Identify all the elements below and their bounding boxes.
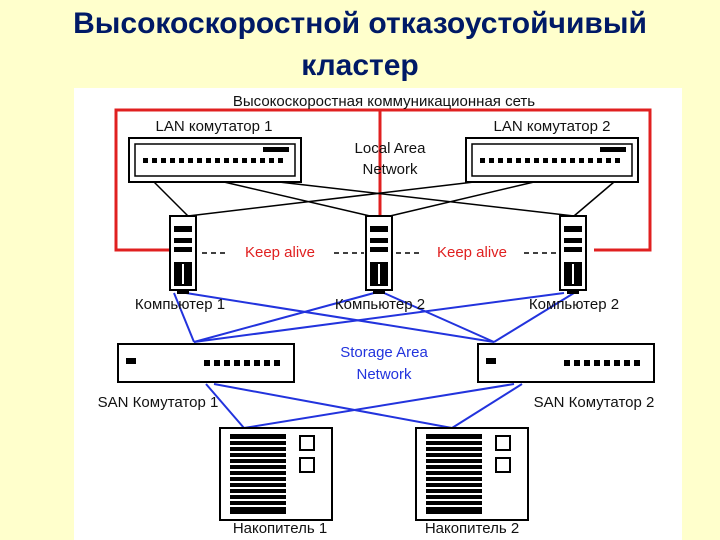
computer-1 <box>169 215 197 295</box>
lan-switch-1 <box>128 137 302 183</box>
san-switch-2-label: SAN Комутатор 2 <box>533 394 655 411</box>
computer-3 <box>559 215 587 295</box>
keep-alive-label-1: Keep alive <box>244 244 316 261</box>
computer-2 <box>365 215 393 295</box>
lan-switch-2-label: LAN комутатор 2 <box>493 118 611 135</box>
high-speed-network <box>114 108 652 252</box>
san-label-line-1: Storage Area <box>340 344 428 361</box>
lan-switch-2 <box>465 137 639 183</box>
san-switch-2 <box>477 343 655 383</box>
san-label-line-2: Network <box>356 366 412 383</box>
storage-2 <box>415 427 529 521</box>
lan-label-line-2: Network <box>362 161 418 178</box>
san-switch-1 <box>117 343 295 383</box>
computer-3-label: Компьютер 2 <box>528 296 620 313</box>
computer-1-label: Компьютер 1 <box>134 296 226 313</box>
page-title-line-2: кластер <box>301 49 419 82</box>
computer-2-label: Компьютер 2 <box>334 296 426 313</box>
san-links <box>173 292 575 429</box>
keep-alive-label-2: Keep alive <box>436 244 508 261</box>
lan-label-line-1: Local Area <box>354 140 426 157</box>
cluster-diagram: Высокоскоростная коммуникационная сеть L… <box>74 88 682 540</box>
storage-2-label: Накопитель 2 <box>424 520 520 537</box>
lan-links <box>153 181 615 217</box>
high-speed-network-label: Высокоскоростная коммуникационная сеть <box>232 93 536 110</box>
san-switch-1-label: SAN Комутатор 1 <box>97 394 219 411</box>
page-title-line-1: Высокоскоростной отказоустойчивый <box>73 7 647 40</box>
lan-switch-1-label: LAN комутатор 1 <box>155 118 273 135</box>
storage-1 <box>219 427 333 521</box>
storage-1-label: Накопитель 1 <box>232 520 328 537</box>
